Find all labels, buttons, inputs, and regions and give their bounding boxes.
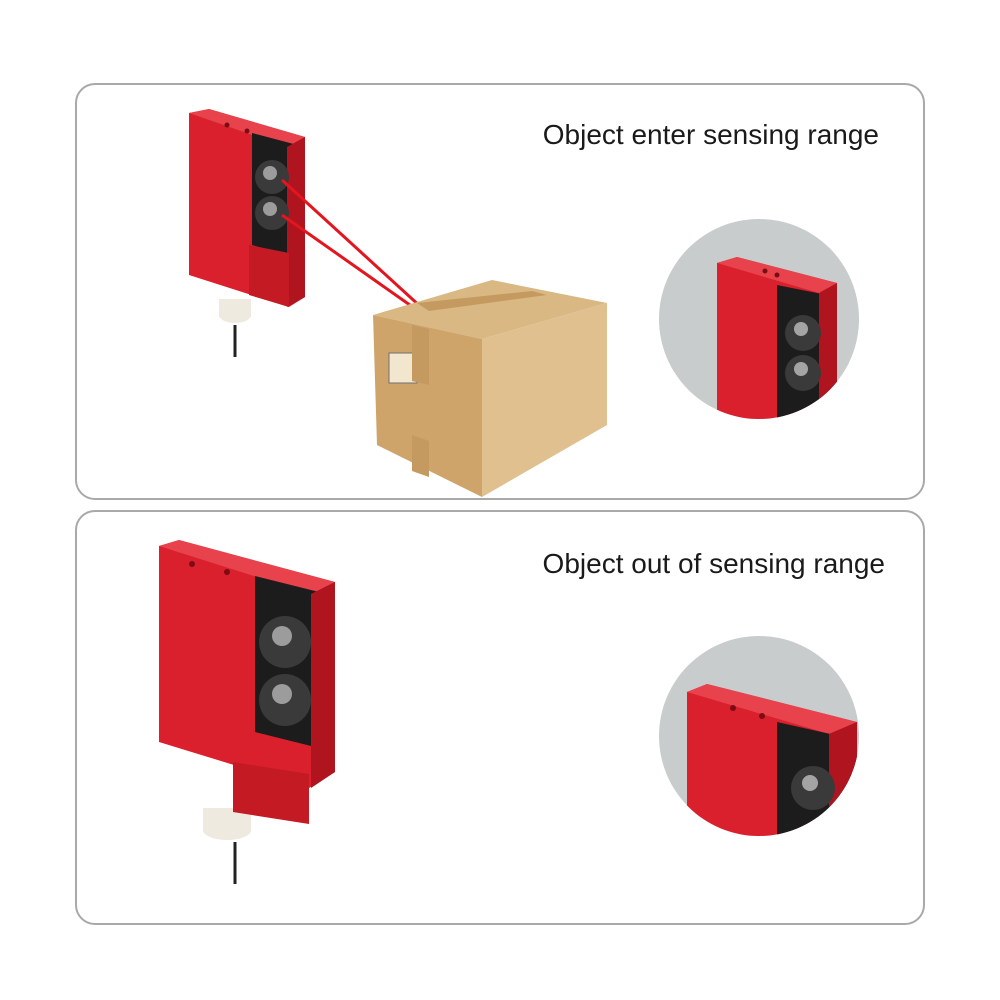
illustration-out — [159, 540, 859, 884]
photoelectric-sensor-icon — [189, 109, 305, 357]
panel-caption: Object out of sensing range — [542, 548, 885, 579]
panel-object-enter: Object enter sensing range — [75, 83, 925, 500]
panel-caption: Object enter sensing range — [542, 119, 879, 150]
panel-object-out: Object out of sensing range — [75, 510, 925, 925]
cardboard-box-icon — [373, 280, 607, 497]
zoom-detail-circle-icon — [659, 636, 859, 836]
photoelectric-sensor-icon — [159, 540, 335, 884]
laser-beam-icon — [280, 178, 424, 312]
zoom-detail-circle-icon — [659, 219, 859, 419]
illustration-enter — [189, 109, 859, 497]
